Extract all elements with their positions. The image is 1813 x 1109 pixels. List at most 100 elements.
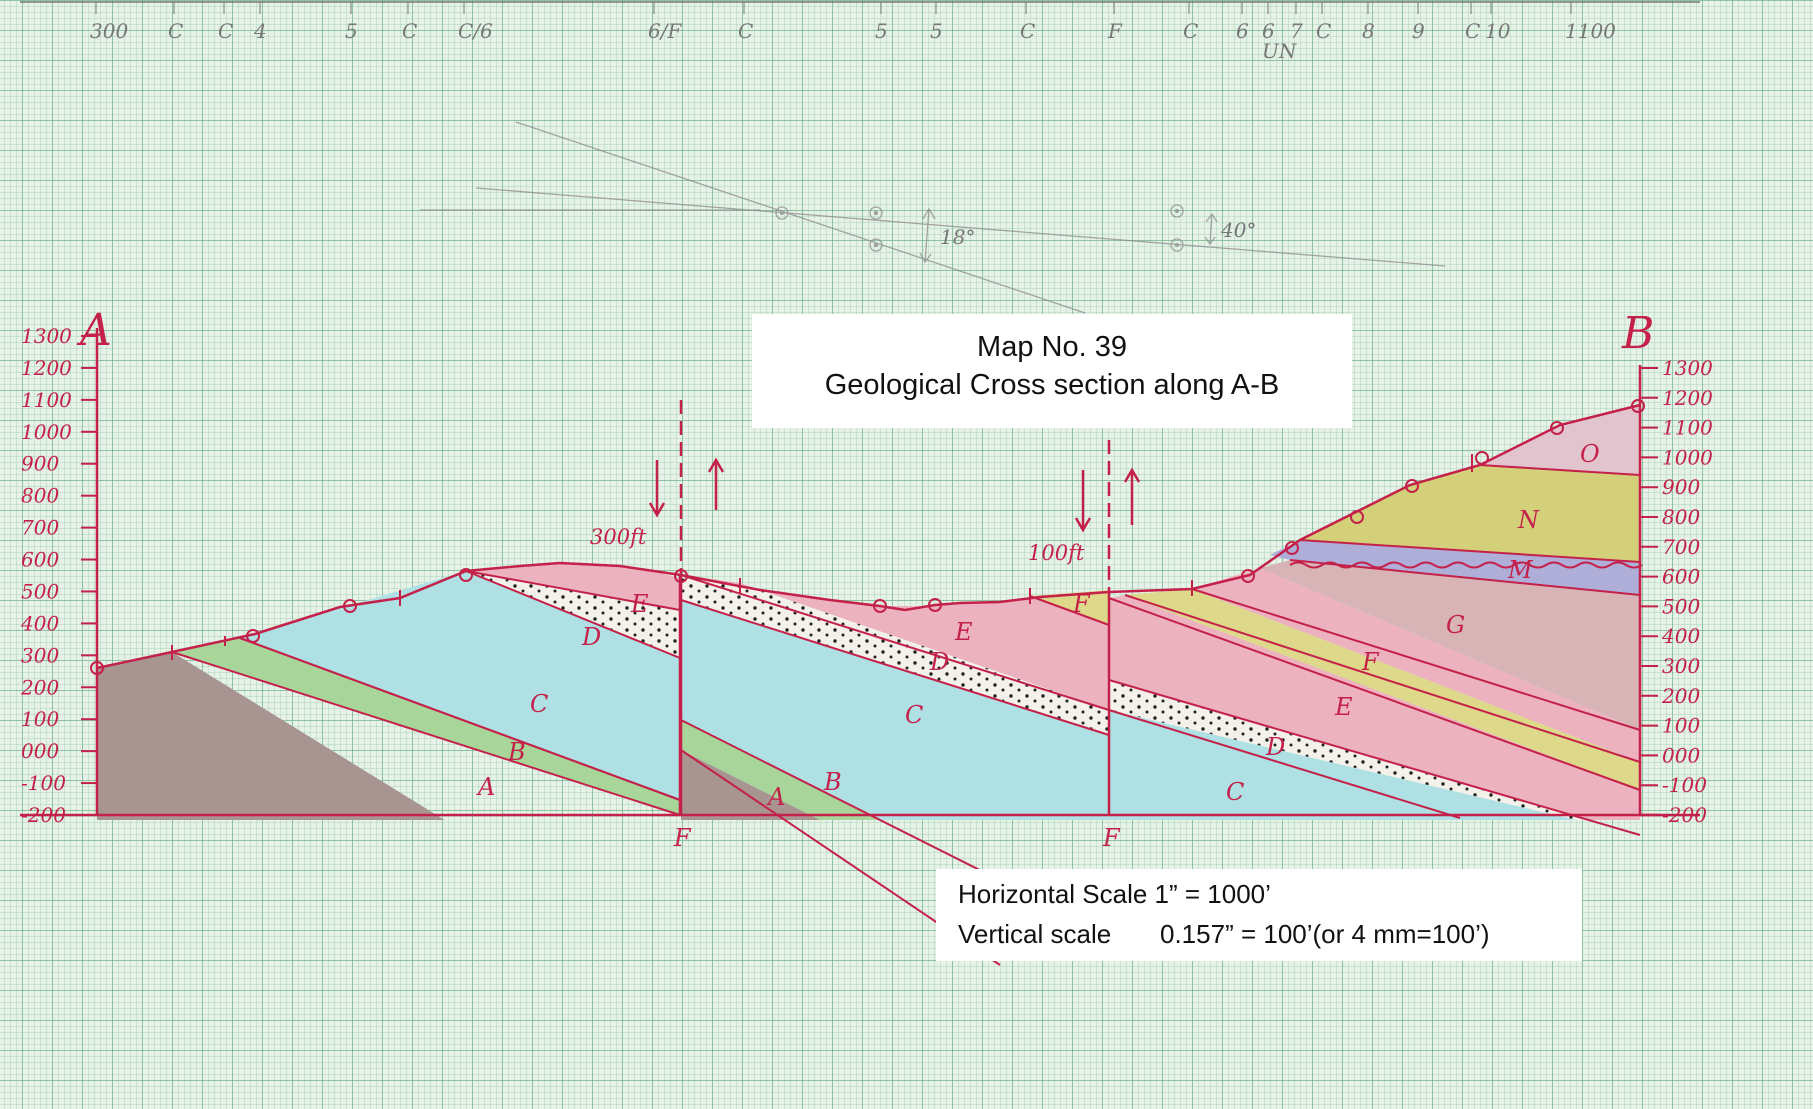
dip-construction-lines <box>420 121 1446 314</box>
fault-throw-300ft: 300ft <box>590 525 647 549</box>
right-axis-tick-label: 1100 <box>1662 416 1713 440</box>
left-axis-tick-label: 1200 <box>21 356 72 380</box>
left-axis-tick-label: 400 <box>20 611 59 635</box>
label-a-block1: A <box>476 773 495 801</box>
unconformity-line <box>1289 561 1643 569</box>
top-ruler-label: 9 <box>1412 19 1425 43</box>
left-axis-tick-label: 1100 <box>21 388 72 412</box>
top-ruler-label: C <box>218 19 233 43</box>
label-m-block3: M <box>1507 556 1534 584</box>
top-ruler-label: C <box>1020 19 1035 43</box>
title-box: Map No. 39 Geological Cross section alon… <box>752 314 1352 428</box>
section-end-b: B <box>1621 308 1654 359</box>
label-n-block3: N <box>1517 506 1540 534</box>
contact-lines <box>171 464 1641 966</box>
label-e-block1: E <box>630 590 649 618</box>
label-f-block3: F <box>1361 648 1380 676</box>
formation-c-block2 <box>681 583 1109 820</box>
label-d-block1: D <box>581 623 601 651</box>
top-ruler-label: 6 <box>1262 19 1275 43</box>
left-axis-tick-label: -200 <box>21 803 66 827</box>
right-axis-ticks: 1300120011001000900800700600500400300200… <box>1640 356 1713 827</box>
right-axis-tick-label: 1300 <box>1662 356 1713 380</box>
label-b-block1: B <box>507 738 526 766</box>
formation-c-block1 <box>240 571 680 800</box>
left-axis-ticks: 1300120011001000900800700600500400300200… <box>20 324 97 827</box>
top-ruler-label: F <box>1107 19 1123 43</box>
formation-f-block2 <box>1030 590 1109 625</box>
dip-angle-40: 40° <box>1220 218 1256 242</box>
top-ruler-label: UN <box>1262 39 1298 63</box>
label-a-block2: A <box>766 783 785 811</box>
right-axis-tick-label: 1000 <box>1662 445 1713 469</box>
fault-label-1: F <box>673 824 692 852</box>
right-axis-tick-label: 200 <box>1661 684 1700 708</box>
label-d-block2: D <box>929 648 949 676</box>
dip-angle-18: 18° <box>940 225 975 249</box>
right-axis-tick-label: 900 <box>1662 475 1700 499</box>
label-g-block3: G <box>1446 611 1465 639</box>
left-axis-tick-label: 700 <box>21 516 59 540</box>
label-b-block2: B <box>823 768 842 796</box>
formation-f-block3 <box>1125 589 1640 790</box>
right-axis-tick-label: 700 <box>1662 535 1700 559</box>
right-axis-tick-label: 000 <box>1662 743 1700 767</box>
left-axis-tick-label: 500 <box>21 579 59 603</box>
fault-label-2: F <box>1102 824 1121 852</box>
right-axis-tick-label: 600 <box>1662 565 1700 589</box>
top-ruler-label: C/6 <box>458 19 493 43</box>
label-o-block3: O <box>1580 440 1600 468</box>
map-number: Map No. 39 <box>977 331 1127 363</box>
formation-e-upper-block3 <box>1192 568 1640 762</box>
right-axis-tick-label: 400 <box>1661 624 1700 648</box>
left-axis-tick-label: 100 <box>21 707 59 731</box>
horizontal-scale: Horizontal Scale 1” = 1000’ <box>958 879 1271 909</box>
left-axis-tick-label: 1000 <box>21 420 72 444</box>
formation-b-block1 <box>172 638 680 815</box>
formation-o-block3 <box>1480 405 1640 475</box>
profile-points <box>90 399 1645 675</box>
top-ruler-label: 5 <box>930 19 943 43</box>
top-ruler-label: 10 <box>1485 19 1511 43</box>
right-axis-tick-label: 800 <box>1662 505 1700 529</box>
label-e-block3: E <box>1334 693 1353 721</box>
right-axis-tick-label: 100 <box>1662 714 1700 738</box>
faults <box>648 400 1141 815</box>
formation-c-block3 <box>1109 710 1577 820</box>
left-axis-tick-label: 900 <box>21 452 59 476</box>
top-ruler-label: C <box>1316 19 1331 43</box>
top-ruler-label: 4 <box>253 19 267 43</box>
right-axis-tick-label: -100 <box>1662 773 1707 797</box>
left-axis-tick-label: 800 <box>21 484 59 508</box>
top-ruler-label: 6 <box>1236 19 1249 43</box>
formation-e-block2 <box>681 575 1109 710</box>
top-ruler-label: 6/F <box>648 19 682 43</box>
left-axis-tick-label: -100 <box>21 771 66 795</box>
right-axis-tick-label: -200 <box>1662 803 1707 827</box>
formation-labels: A B C D E A B C D E F C D E F G M N O <box>476 440 1600 811</box>
formation-g-block3 <box>1260 560 1640 730</box>
formation-n-block3 <box>1300 465 1640 562</box>
right-axis-tick-label: 300 <box>1662 654 1700 678</box>
label-f-block2: F <box>1072 590 1091 618</box>
left-axis-tick-label: 000 <box>21 739 59 763</box>
top-ruler-label: C <box>168 19 183 43</box>
formation-m-block3 <box>1270 540 1640 595</box>
label-e-block2: E <box>954 618 973 646</box>
top-ruler-label: C <box>738 19 753 43</box>
fault-throw-100ft: 100ft <box>1028 541 1085 565</box>
left-axis-tick-label: 1300 <box>21 324 72 348</box>
formation-a-block2 <box>681 750 821 820</box>
top-ruler-label: C <box>1465 19 1480 43</box>
label-c-block2: C <box>905 701 923 729</box>
top-ruler-label: 7 <box>1290 19 1303 43</box>
left-axis-tick-label: 300 <box>21 643 59 667</box>
right-axis-tick-label: 500 <box>1662 594 1700 618</box>
topographic-profile <box>96 403 1641 670</box>
top-ruler-label: 300 <box>90 19 128 43</box>
formation-d-block2 <box>681 575 1109 735</box>
vertical-scale-value: 0.157” = 100’(or 4 mm=100’) <box>1160 919 1490 949</box>
top-ruler-label: C <box>1183 19 1198 43</box>
